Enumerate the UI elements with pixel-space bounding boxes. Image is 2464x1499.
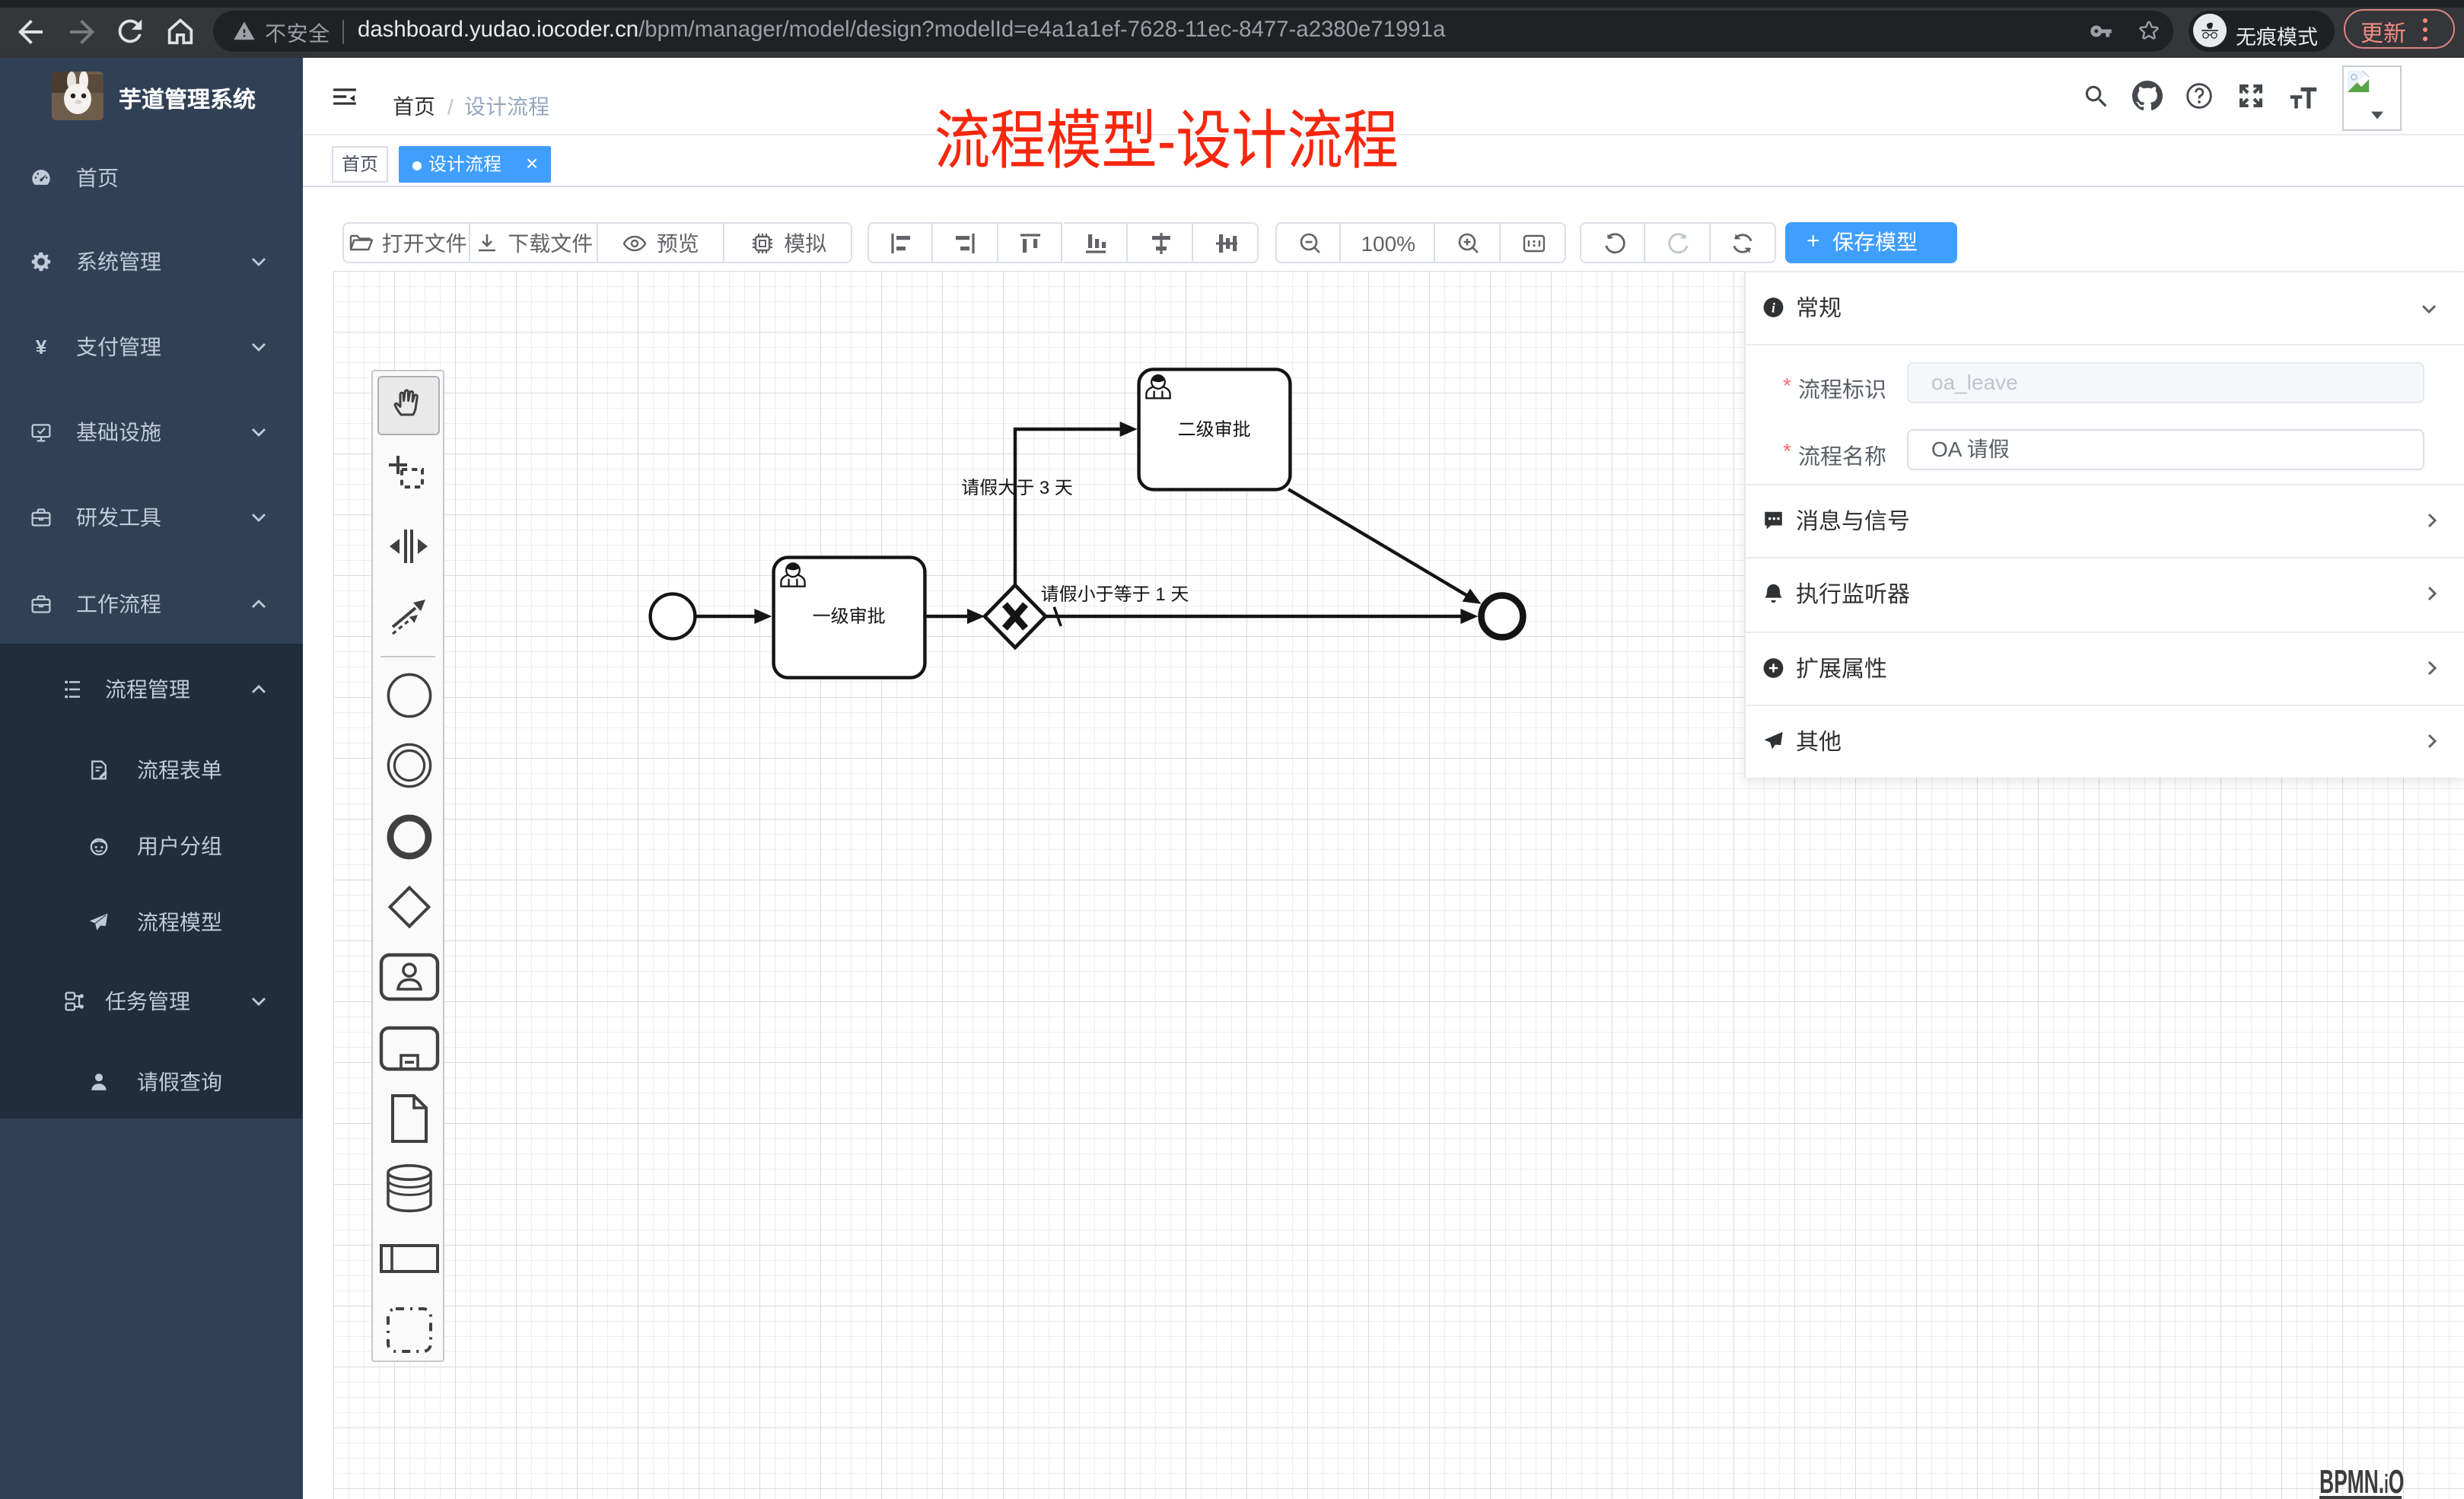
svg-text:请假小于等于 1 天: 请假小于等于 1 天 xyxy=(1041,584,1189,605)
svg-text:一级审批: 一级审批 xyxy=(813,606,886,627)
svg-text:i: i xyxy=(1772,300,1775,315)
svg-text:请假大于 3 天: 请假大于 3 天 xyxy=(961,478,1073,498)
svg-text:二级审批: 二级审批 xyxy=(1178,420,1251,441)
svg-text:¥: ¥ xyxy=(36,336,47,358)
